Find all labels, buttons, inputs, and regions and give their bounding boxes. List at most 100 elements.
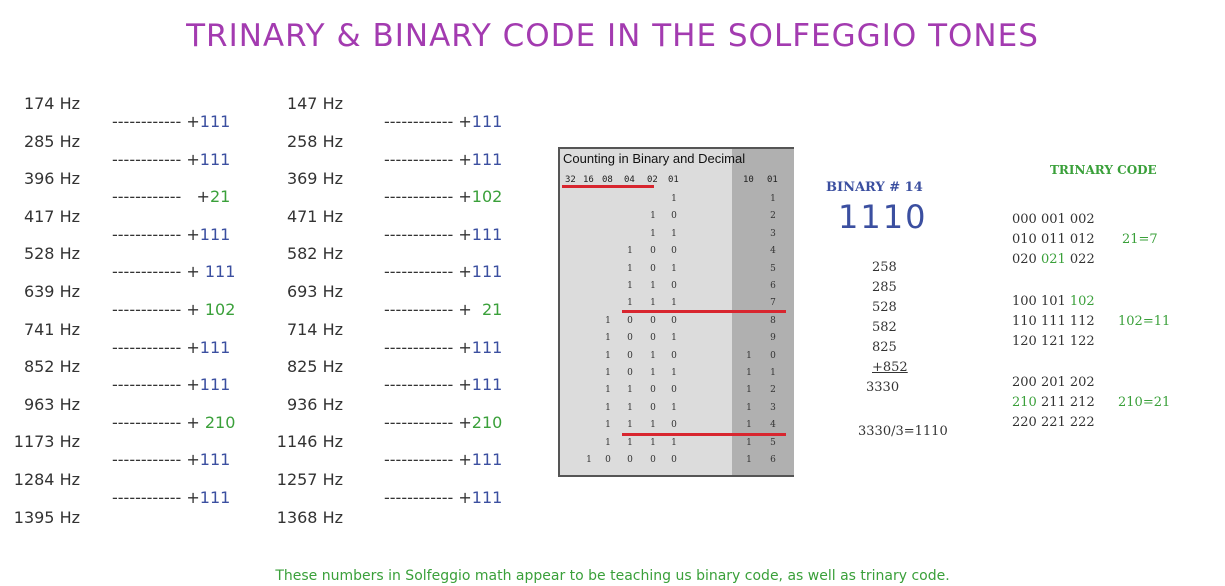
frequency-difference: ------------ +111 bbox=[112, 112, 230, 131]
table-cell: 1 bbox=[746, 437, 752, 448]
trinary-row: 000 001 002 bbox=[1012, 212, 1095, 227]
frequency-difference: ------------ +111 bbox=[112, 225, 230, 244]
table-cell: 1 bbox=[650, 350, 656, 361]
frequency-label: 1395 Hz bbox=[13, 507, 80, 527]
difference-value: 102 bbox=[471, 187, 503, 207]
difference-dashes: ------------ + bbox=[112, 112, 200, 131]
table-cell: 5 bbox=[770, 437, 776, 448]
frequency-difference: ------------ +111 bbox=[384, 112, 502, 131]
table-cell: 1 bbox=[650, 211, 656, 222]
difference-dashes: ------------ + bbox=[112, 149, 200, 169]
table-cell: 0 bbox=[770, 350, 776, 361]
table-cell: 0 bbox=[671, 315, 677, 326]
red-underline bbox=[622, 433, 786, 436]
frequency-difference: ------------ +111 bbox=[384, 338, 502, 357]
table-cell: 1 bbox=[627, 420, 633, 431]
table-cell: 0 bbox=[671, 420, 677, 431]
frequency-difference: ------------ +111 bbox=[384, 150, 502, 169]
difference-dashes: ------------ + bbox=[384, 187, 472, 207]
table-cell: 1 bbox=[650, 228, 656, 239]
difference-value: 111 bbox=[204, 262, 236, 282]
table-cell: 2 bbox=[770, 385, 776, 396]
difference-dashes: ------------ + bbox=[384, 412, 472, 432]
table-cell: 0 bbox=[671, 211, 677, 222]
table-header: Counting in Binary and Decimal bbox=[563, 151, 746, 166]
difference-dashes: ------------ + bbox=[384, 450, 472, 470]
difference-dashes: ------------ + bbox=[384, 112, 472, 131]
trinary-note: 102=11 bbox=[1118, 314, 1171, 329]
trinary-segment: 110 111 112 bbox=[1012, 314, 1095, 329]
table-cell: 0 bbox=[671, 246, 677, 257]
table-cell: 9 bbox=[770, 333, 776, 344]
table-cell: 0 bbox=[650, 333, 656, 344]
frequency-label: 1257 Hz bbox=[276, 470, 343, 489]
table-column-header: 32 bbox=[565, 175, 576, 185]
trinary-row: 010 011 012 bbox=[1012, 232, 1095, 247]
table-cell: 0 bbox=[650, 455, 656, 465]
table-cell: 0 bbox=[605, 455, 611, 465]
table-cell: 1 bbox=[627, 263, 633, 274]
difference-value: 111 bbox=[471, 488, 503, 507]
division-result: 3330/3=1110 bbox=[858, 424, 948, 439]
table-cell: 0 bbox=[627, 350, 633, 361]
difference-value: 111 bbox=[199, 224, 231, 244]
difference-value: 111 bbox=[471, 337, 503, 357]
table-cell: 0 bbox=[627, 315, 633, 326]
trinary-note: 210=21 bbox=[1118, 395, 1171, 410]
table-cell: 2 bbox=[770, 211, 776, 222]
frequency-difference: ------------ +111 bbox=[384, 262, 502, 281]
difference-dashes: ------------ + bbox=[384, 375, 472, 395]
table-cell: 1 bbox=[586, 455, 592, 465]
table-cell: 1 bbox=[671, 194, 677, 204]
frequency-difference: ------------ +111 bbox=[112, 375, 230, 394]
difference-dashes: ------------ + bbox=[112, 488, 200, 507]
table-cell: 3 bbox=[770, 402, 776, 413]
difference-value: 111 bbox=[471, 224, 503, 244]
table-cell: 0 bbox=[650, 385, 656, 396]
difference-dashes: ------------ + bbox=[384, 262, 472, 282]
difference-value: 111 bbox=[199, 375, 231, 395]
table-cell: 0 bbox=[671, 385, 677, 396]
frequency-difference: ------------ +111 bbox=[384, 488, 502, 507]
table-cell: 0 bbox=[671, 455, 677, 465]
frequency-label: 582 Hz bbox=[286, 244, 343, 264]
trinary-segment: 120 121 122 bbox=[1012, 334, 1095, 349]
frequency-label: 396 Hz bbox=[23, 169, 80, 189]
trinary-label: TRINARY CODE bbox=[1050, 163, 1157, 177]
frequency-label: 1284 Hz bbox=[13, 470, 80, 489]
frequency-label: 825 Hz bbox=[286, 357, 343, 377]
table-cell: 1 bbox=[746, 455, 752, 465]
table-cell: 1 bbox=[605, 350, 611, 361]
table-cell: 1 bbox=[605, 333, 611, 344]
difference-value: 111 bbox=[471, 375, 503, 395]
table-cell: 1 bbox=[746, 350, 752, 361]
difference-value: 111 bbox=[199, 337, 231, 357]
difference-value: 111 bbox=[199, 112, 231, 131]
table-cell: 1 bbox=[671, 333, 677, 344]
frequency-label: 417 Hz bbox=[23, 206, 80, 226]
table-cell: 8 bbox=[770, 315, 776, 326]
frequency-difference: ------------ + 210 bbox=[112, 413, 235, 432]
table-cell: 1 bbox=[627, 385, 633, 396]
table-cell: 3 bbox=[770, 228, 776, 239]
trinary-row: 210 211 212 bbox=[1012, 395, 1095, 410]
table-cell: 1 bbox=[605, 437, 611, 448]
sum-line: 3330 bbox=[866, 380, 900, 395]
difference-value: 210 bbox=[471, 412, 503, 432]
difference-value: 111 bbox=[199, 149, 231, 169]
frequency-label: 147 Hz bbox=[286, 94, 343, 113]
difference-dashes: ------------ + bbox=[112, 450, 200, 470]
frequency-difference: ------------ +111 bbox=[384, 375, 502, 394]
table-cell: 4 bbox=[770, 246, 776, 257]
table-cell: 1 bbox=[650, 420, 656, 431]
difference-value: 111 bbox=[471, 450, 503, 470]
binary-value: 1110 bbox=[838, 198, 928, 236]
frequency-difference: ------------ +210 bbox=[384, 413, 502, 432]
trinary-segment: 100 101 bbox=[1012, 294, 1070, 309]
table-cell: 1 bbox=[671, 368, 677, 378]
table-cell: 1 bbox=[746, 402, 752, 413]
table-cell: 4 bbox=[770, 420, 776, 431]
trinary-row: 110 111 112 bbox=[1012, 314, 1095, 329]
table-cell: 1 bbox=[650, 437, 656, 448]
frequency-label: 369 Hz bbox=[286, 169, 343, 189]
